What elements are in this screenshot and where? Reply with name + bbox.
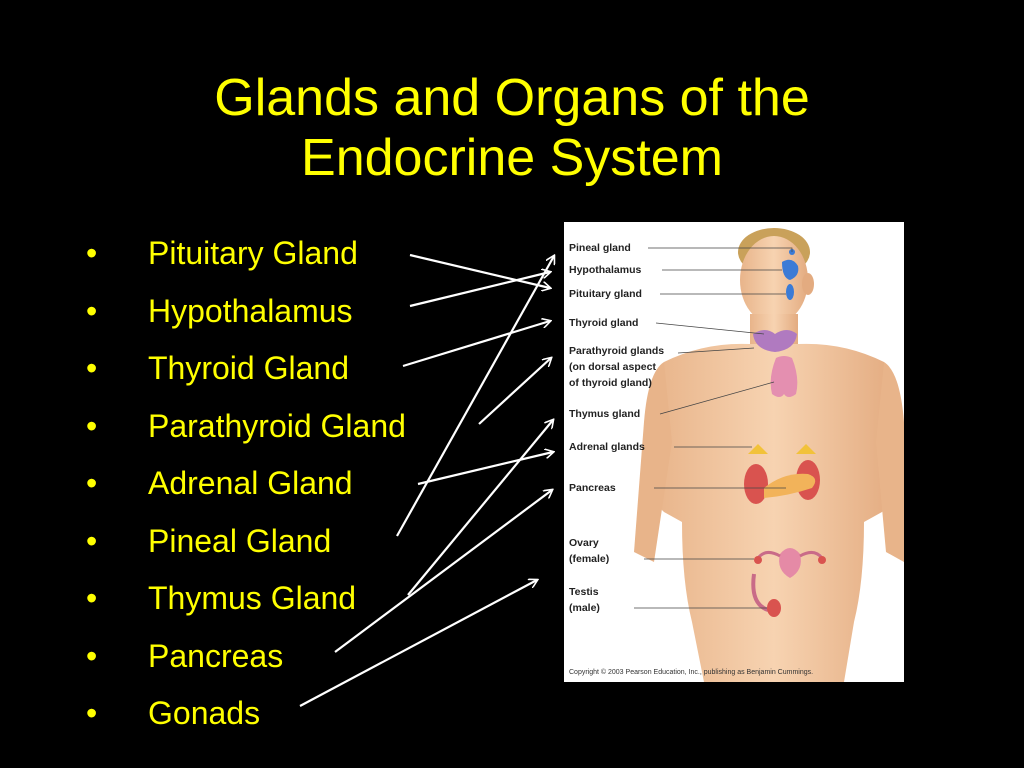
list-item-hypothalamus: • Hypothalamus (86, 288, 406, 346)
label-adrenal: Adrenal glands (569, 441, 645, 453)
body-illustration (634, 228, 904, 682)
right-arm-shape (876, 362, 904, 562)
pituitary-shape (786, 284, 794, 300)
list-item-label: Parathyroid Gland (148, 407, 406, 444)
label-pancreas: Pancreas (569, 482, 616, 494)
bullet-icon: • (86, 235, 98, 271)
bullet-icon: • (86, 350, 98, 386)
arrow-pituitary (409, 253, 550, 288)
bullet-icon: • (86, 465, 98, 501)
bullet-icon: • (86, 580, 98, 616)
list-item-pituitary: • Pituitary Gland (86, 230, 406, 288)
arrow-parathyroid (478, 358, 551, 425)
arrow-hypothalamus (409, 272, 550, 308)
kidney-left-shape (744, 464, 768, 504)
arrow-pineal (396, 256, 554, 537)
slide-title: Glands and Organs of the Endocrine Syste… (0, 68, 1024, 188)
endocrine-figure: Pineal gland Hypothalamus Pituitary glan… (564, 222, 904, 682)
arrow-adrenal (417, 452, 553, 486)
testis-shape (767, 599, 781, 617)
list-item-label: Pancreas (148, 637, 284, 674)
torso-shape (652, 343, 896, 682)
list-item-label: Gonads (148, 695, 261, 731)
label-ovary-1: Ovary (569, 537, 599, 549)
list-item-label: Pituitary Gland (148, 235, 358, 271)
bullet-icon: • (86, 522, 98, 559)
left-arm-shape (634, 362, 672, 562)
label-testis-2: (male) (569, 602, 600, 614)
bullet-icon: • (86, 407, 98, 444)
ear-shape (802, 273, 814, 295)
label-ovary-2: (female) (569, 553, 610, 565)
arrow-thymus (407, 420, 553, 596)
hypothalamus-shape (782, 259, 799, 280)
label-testis-1: Testis (569, 586, 599, 598)
label-parathyroid-3: of thyroid gland) (569, 377, 652, 389)
bullet-icon: • (86, 637, 98, 674)
bullet-icon: • (86, 292, 98, 329)
list-item-label: Hypothalamus (148, 292, 353, 329)
title-line-1: Glands and Organs of the (214, 69, 810, 127)
list-item-pineal: • Pineal Gland (86, 518, 406, 576)
list-item-adrenal: • Adrenal Gland (86, 460, 406, 518)
list-item-label: Thyroid Gland (148, 350, 349, 386)
adrenal-left-shape (748, 444, 768, 454)
label-parathyroid-2: (on dorsal aspect (569, 361, 656, 373)
label-thyroid: Thyroid gland (569, 317, 639, 329)
label-pituitary: Pituitary gland (569, 288, 642, 300)
list-item-label: Adrenal Gland (148, 465, 353, 501)
list-item-parathyroid: • Parathyroid Gland (86, 403, 406, 461)
uterus-shape (779, 548, 801, 578)
list-item-thyroid: • Thyroid Gland (86, 345, 406, 403)
label-parathyroid-1: Parathyroid glands (569, 345, 665, 357)
list-item-thymus: • Thymus Gland (86, 575, 406, 633)
leader-lines (634, 247, 793, 609)
head-shape (740, 236, 808, 324)
title-line-2: Endocrine System (301, 129, 723, 187)
label-thymus: Thymus gland (569, 408, 641, 420)
adrenal-right-shape (796, 444, 816, 454)
list-item-pancreas: • Pancreas (86, 633, 406, 691)
thyroid-shape (753, 330, 797, 352)
gland-list: • Pituitary Gland • Hypothalamus • Thyroid … (86, 230, 406, 748)
list-item-gonads: • Gonads (86, 690, 406, 748)
label-hypothalamus: Hypothalamus (569, 264, 642, 276)
ovary-left-shape (754, 556, 762, 564)
ovary-right-shape (818, 556, 826, 564)
copyright-text: Copyright © 2003 Pearson Education, Inc.… (569, 669, 814, 676)
testis-duct-shape (751, 573, 769, 612)
list-item-label: Thymus Gland (148, 580, 357, 616)
list-item-label: Pineal Gland (148, 522, 332, 559)
pancreas-shape (764, 473, 816, 498)
thymus-shape (770, 356, 798, 397)
bullet-icon: • (86, 695, 98, 731)
arrow-thyroid (402, 321, 550, 368)
label-pineal: Pineal gland (569, 242, 631, 254)
